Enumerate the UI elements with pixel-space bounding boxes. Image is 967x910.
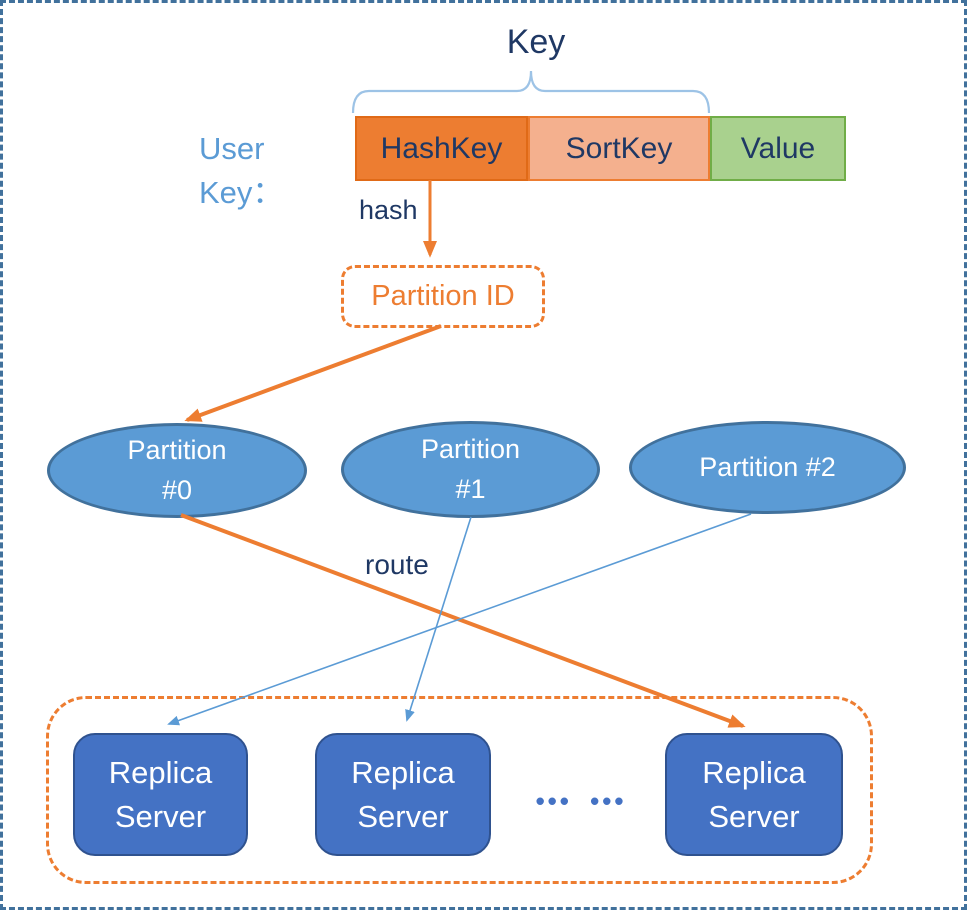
replica-server-2: Replica Server <box>315 733 491 856</box>
hashkey-field-label: HashKey <box>380 131 503 165</box>
hash-label: hash <box>359 195 418 225</box>
key-brace <box>351 70 711 114</box>
partition0-to-replica3-arrow <box>180 513 746 728</box>
sortkey-field-label: SortKey <box>565 131 673 165</box>
partition-2-ellipse: Partition #2 <box>629 421 906 514</box>
user-key-label: User Key： <box>199 131 284 210</box>
partition-0-ellipse: Partition #0 <box>47 423 307 518</box>
hashkey-field: HashKey <box>355 116 528 181</box>
sortkey-field: SortKey <box>528 116 710 181</box>
replica-server-1: Replica Server <box>73 733 248 856</box>
partition-id-label: Partition ID <box>371 280 515 312</box>
value-field-label: Value <box>740 131 816 165</box>
partition1-to-replica2-arrow <box>405 516 472 722</box>
value-field: Value <box>710 116 846 181</box>
route-label: route <box>365 549 429 580</box>
key-label: Key <box>506 23 566 61</box>
ellipsis-dots: ••• ••• <box>535 786 627 816</box>
replica-server-3: Replica Server <box>665 733 843 856</box>
partitionid-to-partition0-arrow <box>184 324 442 422</box>
partition-1-ellipse: Partition #1 <box>341 421 600 518</box>
partition2-to-replica1-arrow <box>167 513 752 726</box>
partition-id-box: Partition ID <box>341 265 545 328</box>
